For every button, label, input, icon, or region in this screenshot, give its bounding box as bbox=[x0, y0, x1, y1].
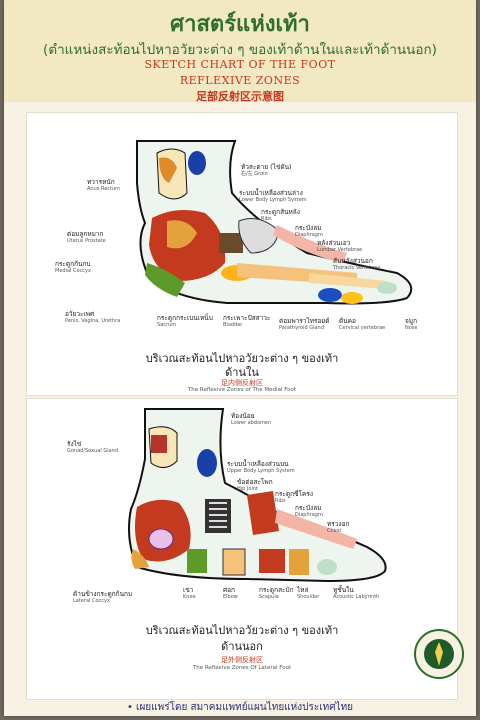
ovary-shape bbox=[148, 528, 174, 550]
footer-publisher: • เผยแพร่โดย สมาคมแพทย์แผนไทยแห่งประเทศไ… bbox=[126, 702, 354, 713]
thoracic-spine-zone bbox=[309, 273, 387, 289]
poster: ศาสตร์แห่งเท้า (ตำแหน่งสะท้อนไปหาอวัยวะต… bbox=[4, 0, 476, 716]
lateral-foot-illustration bbox=[128, 408, 387, 583]
chest-zone bbox=[275, 509, 357, 549]
penis-zone bbox=[145, 263, 185, 297]
title-chinese: 足部反射区示意图 bbox=[196, 90, 284, 103]
prostate-zone bbox=[167, 220, 197, 249]
label-parathyroid: ต่อมพาราไทรอยด์Parathyroid Gland bbox=[279, 317, 330, 332]
parathyroid-zone bbox=[318, 288, 342, 302]
shoulder-zone bbox=[289, 549, 309, 575]
diaphragm-lateral-zone bbox=[247, 491, 279, 535]
medial-caption-thai-1: บริเวณสะท้อนไปหาอวัยวะต่าง ๆ ของเท้า bbox=[145, 352, 339, 365]
elbow-zone bbox=[222, 548, 246, 576]
association-seal bbox=[414, 629, 464, 679]
scapula-zone bbox=[259, 549, 285, 573]
label-groin: หัวสะตาย (ไข่ดัน)右/左 Groin bbox=[241, 163, 292, 178]
acoustic-zone bbox=[317, 559, 337, 575]
medial-foot-panel: หัวสะตาย (ไข่ดัน)右/左 Groin ระบบน้ำเหลือง… bbox=[26, 112, 458, 396]
medial-caption-thai-2: ด้านใน bbox=[225, 366, 259, 379]
groin-zone bbox=[188, 151, 206, 175]
ribs-zone bbox=[238, 218, 280, 254]
lateral-caption-thai-1: บริเวณสะท้อนไปหาอวัยวะต่าง ๆ ของเท้า bbox=[145, 624, 339, 637]
lower-abdomen-inner bbox=[151, 435, 167, 453]
diaphragm-zone bbox=[273, 225, 347, 263]
medial-foot-illustration bbox=[136, 140, 413, 305]
medial-caption-chinese: 足内侧反射区 bbox=[221, 379, 263, 387]
lateral-caption-chinese: 足外侧反射区 bbox=[221, 656, 263, 664]
upper-lymph-zone bbox=[197, 449, 217, 477]
rectum-shape bbox=[159, 157, 177, 183]
poster-header: ศาสตร์แห่งเท้า (ตำแหน่งสะท้อนไปหาอวัยวะต… bbox=[4, 0, 476, 103]
neck-zone bbox=[377, 282, 397, 294]
medial-caption-english: The Reflexive Zones of The Medial Foot bbox=[187, 387, 297, 393]
cervical-zone bbox=[341, 292, 363, 304]
label-shoulder: ไหล่Shoulder bbox=[297, 586, 320, 601]
lateral-coccyx-zone bbox=[131, 549, 149, 569]
title-thai: ศาสตร์แห่งเท้า bbox=[170, 12, 310, 37]
rib-lines bbox=[209, 502, 227, 528]
title-english-1: SKETCH CHART OF THE FOOT bbox=[144, 58, 336, 71]
knee-zone bbox=[187, 549, 207, 573]
lateral-caption-thai-2: ด้านนอก bbox=[221, 640, 263, 653]
label-gonad: รังไข่Gonad/Sexual Gland bbox=[67, 440, 119, 455]
subtitle-thai: (ตำแหน่งสะท้อนไปหาอวัยวะต่าง ๆ ของเท้าด้… bbox=[43, 42, 437, 58]
title-english-2: REFLEXIVE ZONES bbox=[179, 74, 301, 87]
lateral-caption-english: The Reflexive Zones Of Lateral Foot bbox=[192, 665, 292, 671]
sacrum-zone bbox=[219, 233, 243, 253]
